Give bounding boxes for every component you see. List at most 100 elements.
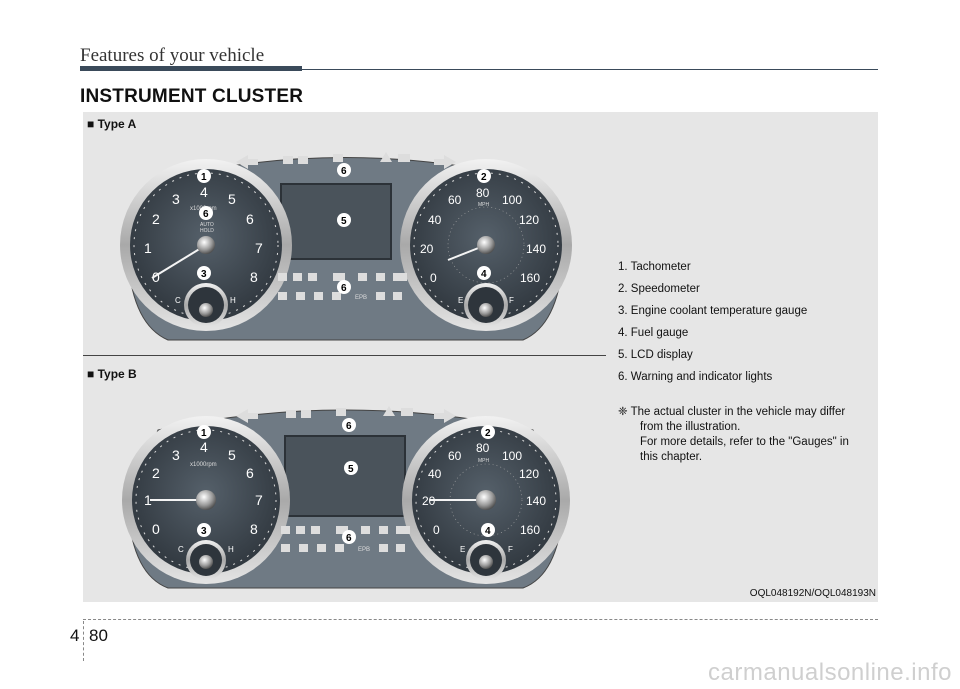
fuel-f: F bbox=[508, 545, 513, 554]
type-a-label: ■ Type A bbox=[87, 117, 137, 131]
fuel-gauge: E F bbox=[458, 283, 514, 327]
svg-text:6: 6 bbox=[341, 166, 347, 177]
instrument-cluster-type-b: 0 1 2 3 4 5 6 7 8 x1000rpm C H 0 20 40 6… bbox=[122, 406, 570, 589]
svg-text:2: 2 bbox=[481, 172, 487, 183]
disclaimer-note: ❈ The actual cluster in the vehicle may … bbox=[618, 405, 876, 465]
tachometer: 0 1 2 3 4 5 6 7 8 x1000rpm AUTO HOLD bbox=[120, 159, 292, 331]
speed-label-20: 20 bbox=[420, 242, 434, 256]
callout-markers: 1 2 3 4 5 6 6 bbox=[197, 418, 495, 544]
epb-text: EPB bbox=[355, 295, 367, 301]
temperature-gauge: C H bbox=[178, 540, 234, 580]
legend-item: 4. Fuel gauge bbox=[618, 327, 689, 339]
speedometer: 0 20 40 60 80 100 120 140 160 MPH bbox=[402, 416, 570, 584]
speed-label-0: 0 bbox=[430, 271, 437, 285]
temp-hub bbox=[199, 303, 213, 317]
tach-label-5: 5 bbox=[228, 447, 236, 463]
legend-item: 5. LCD display bbox=[618, 349, 693, 361]
speed-label-40: 40 bbox=[428, 213, 442, 227]
note-line: from the illustration. bbox=[640, 421, 741, 433]
svg-text:1: 1 bbox=[201, 172, 207, 183]
callout-markers: 1 2 3 4 5 6 6 6 bbox=[197, 163, 491, 294]
tach-hub bbox=[196, 490, 216, 510]
speed-hub bbox=[477, 236, 495, 254]
fuel-f: F bbox=[509, 296, 514, 305]
speed-label-80: 80 bbox=[476, 441, 490, 455]
svg-text:6: 6 bbox=[346, 421, 352, 432]
speed-label-140: 140 bbox=[526, 494, 546, 508]
tach-label-4: 4 bbox=[200, 184, 208, 200]
temp-h: H bbox=[230, 296, 236, 305]
speed-label-120: 120 bbox=[519, 213, 539, 227]
tach-label-6: 6 bbox=[246, 465, 254, 481]
watermark: carmanualsonline.info bbox=[708, 659, 952, 686]
tach-label-2: 2 bbox=[152, 465, 160, 481]
speed-hub bbox=[476, 490, 496, 510]
speed-label-160: 160 bbox=[520, 523, 540, 537]
fuel-gauge: E F bbox=[460, 540, 513, 580]
chapter-number: 4 bbox=[70, 626, 80, 645]
speedometer: 0 20 40 60 80 100 120 140 160 MPH bbox=[400, 159, 572, 331]
temp-h: H bbox=[228, 545, 234, 554]
legend-item: 2. Speedometer bbox=[618, 283, 700, 295]
speed-label-100: 100 bbox=[502, 449, 522, 463]
indicator-row-bottom: EPB bbox=[281, 526, 410, 553]
footer-divider bbox=[83, 621, 84, 661]
tach-label-2: 2 bbox=[152, 211, 160, 227]
note-line: ❈ The actual cluster in the vehicle may … bbox=[618, 406, 846, 418]
fuel-e: E bbox=[460, 545, 465, 554]
page-number: 80 bbox=[89, 626, 108, 645]
speed-unit: MPH bbox=[478, 458, 490, 464]
fuel-hub bbox=[479, 303, 493, 317]
type-divider bbox=[83, 355, 606, 356]
speed-label-80: 80 bbox=[476, 186, 490, 200]
indicator-row-top bbox=[286, 406, 413, 418]
epb-text: EPB bbox=[358, 547, 370, 553]
tach-unit: x1000rpm bbox=[190, 462, 217, 468]
svg-text:3: 3 bbox=[201, 269, 207, 280]
svg-text:5: 5 bbox=[341, 216, 347, 227]
tach-label-4: 4 bbox=[200, 439, 208, 455]
figure-code: OQL048192N/OQL048193N bbox=[749, 588, 876, 599]
note-line: this chapter. bbox=[640, 451, 703, 463]
tach-needle bbox=[151, 244, 207, 279]
svg-text:4: 4 bbox=[481, 269, 487, 280]
svg-text:6: 6 bbox=[341, 283, 347, 294]
svg-text:6: 6 bbox=[346, 533, 352, 544]
speed-label-60: 60 bbox=[448, 193, 462, 207]
page-title: INSTRUMENT CLUSTER bbox=[80, 86, 304, 107]
left-arrow-icon bbox=[236, 155, 258, 169]
footer-rule bbox=[83, 619, 878, 620]
tach-label-8: 8 bbox=[250, 521, 258, 537]
legend-item: 6. Warning and indicator lights bbox=[618, 371, 773, 383]
type-b-label: ■ Type B bbox=[87, 367, 137, 381]
tach-label-1: 1 bbox=[144, 492, 152, 508]
header-rule bbox=[302, 69, 878, 70]
tach-label-7: 7 bbox=[255, 240, 263, 256]
fuel-hub bbox=[479, 555, 493, 569]
tach-label-3: 3 bbox=[172, 191, 180, 207]
autohold-text-line2: HOLD bbox=[200, 228, 214, 234]
speed-label-160: 160 bbox=[520, 271, 540, 285]
temp-hub bbox=[199, 555, 213, 569]
indicator-row-top bbox=[283, 152, 410, 164]
tach-label-1: 1 bbox=[144, 240, 152, 256]
header-bar bbox=[80, 66, 302, 71]
lcd-display bbox=[284, 435, 406, 517]
legend-item: 3. Engine coolant temperature gauge bbox=[618, 305, 808, 317]
tach-label-0: 0 bbox=[152, 269, 160, 285]
turn-signal-icons bbox=[236, 155, 456, 169]
temp-c: C bbox=[175, 296, 181, 305]
svg-text:5: 5 bbox=[348, 464, 354, 475]
tach-label-5: 5 bbox=[228, 191, 236, 207]
svg-text:3: 3 bbox=[201, 526, 207, 537]
speed-label-140: 140 bbox=[526, 242, 546, 256]
speed-label-40: 40 bbox=[428, 467, 442, 481]
lcd-display bbox=[280, 183, 392, 260]
right-arrow-icon bbox=[434, 409, 456, 423]
speed-label-0: 0 bbox=[433, 523, 440, 537]
fuel-e: E bbox=[458, 296, 463, 305]
tach-label-8: 8 bbox=[250, 269, 258, 285]
legend-list: 1. Tachometer 2. Speedometer 3. Engine c… bbox=[618, 256, 880, 388]
instrument-cluster-type-a: 0 1 2 3 4 5 6 7 8 x1000rpm AUTO HOLD C H… bbox=[120, 152, 572, 341]
tachometer: 0 1 2 3 4 5 6 7 8 x1000rpm bbox=[122, 416, 290, 584]
